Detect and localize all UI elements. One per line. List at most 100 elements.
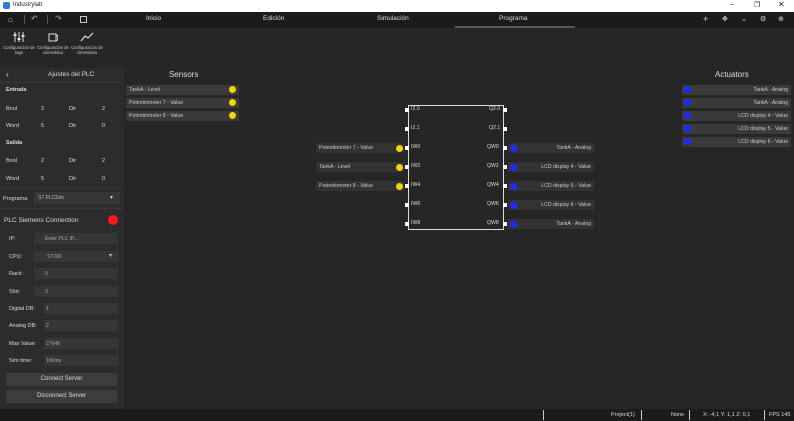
programa-select[interactable]: S7 PLCSim ▾ bbox=[34, 192, 120, 204]
input-link-dot[interactable] bbox=[396, 164, 403, 171]
input-pin[interactable] bbox=[405, 222, 409, 226]
actuator-item[interactable]: TankA - Analog bbox=[682, 98, 791, 108]
output-link-node[interactable] bbox=[508, 143, 594, 153]
cpu-select-value: S7200 bbox=[47, 254, 62, 260]
sensor-dot[interactable] bbox=[229, 99, 236, 106]
divider bbox=[24, 15, 25, 24]
salida-word-value[interactable]: 5 bbox=[41, 176, 45, 182]
output-pin[interactable] bbox=[503, 146, 507, 150]
sensor-dot[interactable] bbox=[229, 112, 236, 119]
redo-icon[interactable]: ↷ bbox=[55, 14, 62, 23]
output-pin[interactable] bbox=[503, 203, 507, 207]
home-icon[interactable]: ⌂ bbox=[8, 15, 13, 24]
input-link-node[interactable] bbox=[316, 143, 404, 153]
output-pin[interactable] bbox=[503, 127, 507, 131]
entrada-word-value[interactable]: 5 bbox=[41, 123, 45, 129]
input-pin[interactable] bbox=[405, 108, 409, 112]
output-link-dot[interactable] bbox=[510, 202, 517, 209]
move-icon[interactable]: ✥ bbox=[722, 16, 728, 23]
disconnect-server-button[interactable]: Disconnect Server bbox=[6, 390, 117, 403]
output-link-node[interactable] bbox=[508, 181, 594, 191]
salida-word-dir-value[interactable]: 0 bbox=[102, 176, 106, 182]
output-pin[interactable] bbox=[503, 108, 507, 112]
actuator-dot[interactable] bbox=[684, 86, 691, 93]
output-link-dot[interactable] bbox=[510, 183, 517, 190]
input-pin[interactable] bbox=[405, 203, 409, 207]
close-icon[interactable]: ✕ bbox=[778, 0, 785, 9]
slot-input[interactable]: 3 bbox=[34, 286, 118, 297]
sensor-dot[interactable] bbox=[229, 86, 236, 93]
program-canvas[interactable] bbox=[245, 82, 678, 409]
maximize-icon[interactable]: ❐ bbox=[754, 2, 761, 9]
actuator-item[interactable]: TankA - Analog bbox=[682, 85, 791, 95]
digital-db-label: Digital DB: bbox=[9, 306, 35, 312]
output-link-dot[interactable] bbox=[510, 145, 517, 152]
input-link-label: Potentiometer 7 - Value bbox=[319, 145, 374, 151]
actuator-dot[interactable] bbox=[684, 125, 691, 132]
menu-simulacion[interactable]: Simulación bbox=[377, 15, 409, 22]
output-pin[interactable] bbox=[503, 222, 507, 226]
sensors-title: Sensors bbox=[169, 70, 199, 79]
input-pin-label: IW8 bbox=[411, 220, 421, 226]
chevron-down-icon[interactable]: ⌄ bbox=[741, 16, 747, 23]
tags-config-button[interactable]: Configuración de tags bbox=[2, 32, 36, 55]
kinematics-graph-button[interactable]: Configuración de cinemática bbox=[70, 32, 104, 55]
rack-input[interactable]: 0 bbox=[34, 268, 118, 279]
ip-input[interactable]: Enter PLC IP... bbox=[34, 233, 118, 244]
actuator-item[interactable]: LCD display 4 - Value bbox=[682, 111, 791, 121]
toolbar: Configuración de tags Configuración de c… bbox=[0, 28, 794, 68]
sensor-item[interactable]: Potentiometer 8 - Value bbox=[126, 111, 239, 121]
menu-edicion[interactable]: Edición bbox=[263, 15, 285, 22]
connect-server-button[interactable]: Connect Server bbox=[6, 373, 117, 386]
menu-inicio[interactable]: Inicio bbox=[146, 15, 162, 22]
window-title: Industrylab bbox=[13, 2, 43, 8]
sensor-item[interactable]: TankA - Level bbox=[126, 85, 239, 95]
salida-bool-value[interactable]: 2 bbox=[41, 158, 45, 164]
back-icon[interactable]: ‹ bbox=[6, 70, 9, 79]
globe-icon[interactable]: ⊕ bbox=[778, 16, 784, 23]
entrada-word-dir-value[interactable]: 0 bbox=[102, 123, 106, 129]
output-link-dot[interactable] bbox=[510, 164, 517, 171]
menu-programa[interactable]: Programa bbox=[499, 15, 528, 22]
input-pin[interactable] bbox=[405, 165, 409, 169]
output-link-dot[interactable] bbox=[510, 221, 517, 228]
actuator-dot[interactable] bbox=[684, 99, 691, 106]
sim-time-input[interactable]: 100ms bbox=[44, 355, 118, 366]
output-pin[interactable] bbox=[503, 165, 507, 169]
gear-icon[interactable]: ⚙ bbox=[760, 16, 767, 23]
input-pin[interactable] bbox=[405, 146, 409, 150]
actuator-item[interactable]: LCD display 5 - Value bbox=[682, 124, 791, 134]
cpu-select[interactable]: S7200 ▾ bbox=[34, 251, 118, 262]
input-link-node[interactable] bbox=[316, 162, 404, 172]
output-link-node[interactable] bbox=[508, 162, 594, 172]
actuator-dot[interactable] bbox=[684, 138, 691, 145]
output-link-node[interactable] bbox=[508, 200, 594, 210]
minimize-icon[interactable]: – bbox=[730, 1, 734, 8]
output-link-node[interactable] bbox=[508, 219, 594, 229]
max-value-input[interactable]: 27648 bbox=[44, 338, 118, 349]
add-icon[interactable]: + bbox=[703, 14, 709, 24]
input-link-dot[interactable] bbox=[396, 183, 403, 190]
kinematics-config-button[interactable]: Configuración de cinemática bbox=[36, 32, 70, 55]
input-pin[interactable] bbox=[405, 184, 409, 188]
panel-title: Ajustes del PLC bbox=[48, 71, 95, 78]
input-pin-label: IW6 bbox=[411, 201, 421, 207]
output-pin[interactable] bbox=[503, 184, 507, 188]
undo-icon[interactable]: ↶ bbox=[31, 14, 38, 23]
actuator-item[interactable]: LCD display 6 - Value bbox=[682, 137, 791, 147]
cursor-coordinates: X: -4,1 Y: 1,1 Z: 0,1 bbox=[703, 412, 751, 418]
entrada-bool-dir-value[interactable]: 2 bbox=[102, 106, 106, 112]
input-link-dot[interactable] bbox=[396, 145, 403, 152]
sliders-icon bbox=[13, 32, 25, 42]
menu-bar: ⌂ ↶ ↷ Inicio Edición Simulación Programa… bbox=[0, 12, 794, 28]
input-link-node[interactable] bbox=[316, 181, 404, 191]
entrada-bool-value[interactable]: 2 bbox=[41, 106, 45, 112]
salida-bool-dir-value[interactable]: 2 bbox=[102, 158, 106, 164]
analog-db-input[interactable]: 2 bbox=[44, 320, 118, 331]
actuator-dot[interactable] bbox=[684, 112, 691, 119]
save-icon[interactable] bbox=[80, 16, 87, 23]
sensor-item[interactable]: Potentiometer 7 - Value bbox=[126, 98, 239, 108]
digital-db-input[interactable]: 1 bbox=[44, 303, 118, 314]
input-pin[interactable] bbox=[405, 127, 409, 131]
divider bbox=[47, 15, 48, 24]
